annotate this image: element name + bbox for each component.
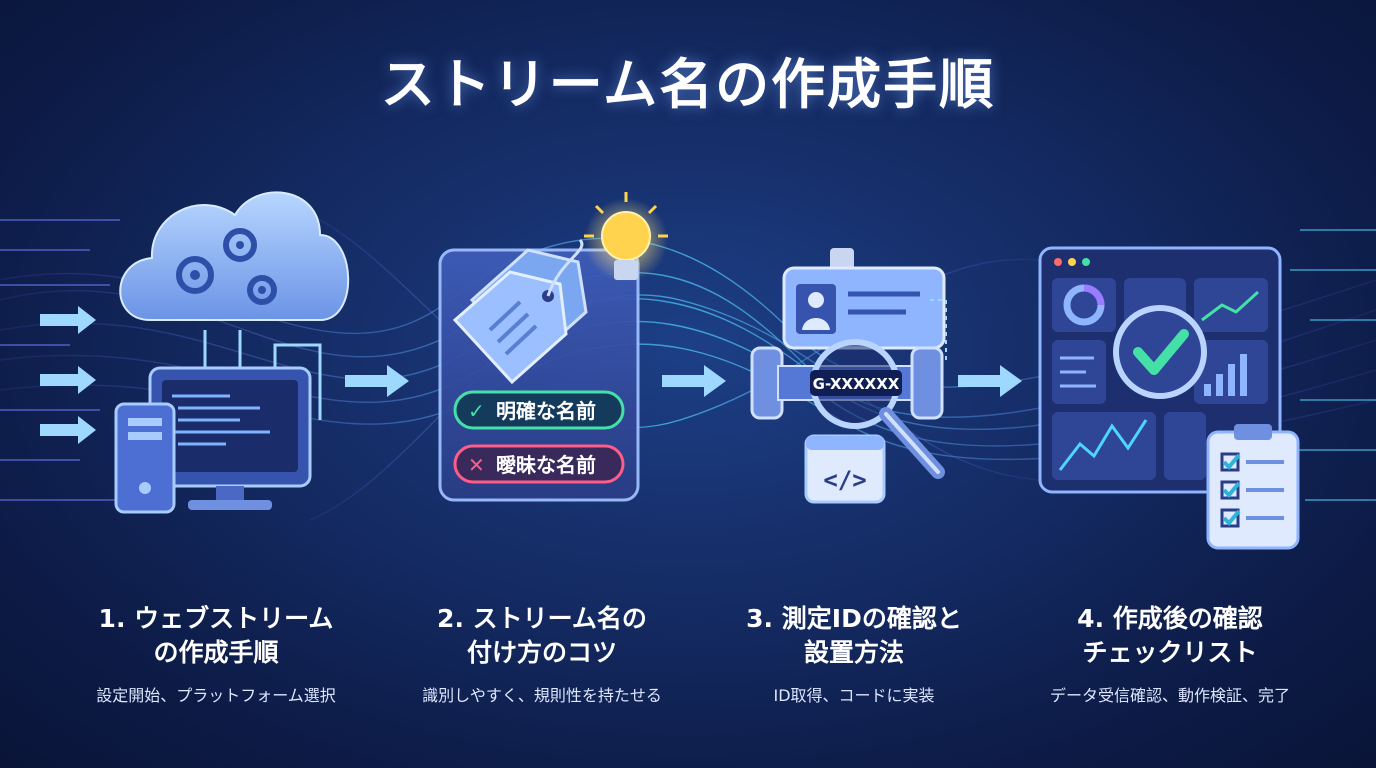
step-number: 2. xyxy=(437,604,464,633)
measurement-id-illustration: G-XXXXXX </> xyxy=(750,248,947,504)
step-4-description: データ受信確認、動作検証、完了 xyxy=(1049,686,1290,705)
naming-tips-illustration: ✓ 明確な名前 ✕ 曖昧な名前 xyxy=(438,192,668,502)
step-1: 1. ウェブストリーム の作成手順 設定開始、プラットフォーム選択 xyxy=(56,602,376,706)
step-3-heading: 3. 測定IDの確認と 設置方法 xyxy=(694,602,1014,670)
step-4-heading: 4. 作成後の確認 チェックリスト xyxy=(1010,602,1330,670)
step-4: 4. 作成後の確認 チェックリスト データ受信確認、動作検証、完了 xyxy=(1010,602,1330,706)
step-title-line1: 測定IDの確認と xyxy=(781,604,962,633)
bad-name-label: 曖昧な名前 xyxy=(496,453,596,477)
data-stream-left xyxy=(0,219,120,501)
cross-icon: ✕ xyxy=(468,453,485,477)
step-number: 1. xyxy=(98,604,126,633)
gear-icon xyxy=(176,228,277,305)
step-title-line2: チェックリスト xyxy=(1082,638,1258,667)
good-name-label: 明確な名前 xyxy=(496,399,596,423)
server-tower-icon xyxy=(114,402,176,514)
arrow-right-icon xyxy=(662,365,726,397)
step-title-line2: の作成手順 xyxy=(153,638,279,667)
step-number: 3. xyxy=(746,604,774,633)
step-title-line1: ウェブストリーム xyxy=(134,604,334,633)
id-card-icon xyxy=(782,248,946,350)
clipboard-checklist-icon xyxy=(1206,424,1300,550)
step-title-line1: ストリーム名の xyxy=(472,604,647,633)
step-2: 2. ストリーム名の 付け方のコツ 識別しやすく、規則性を持たせる xyxy=(382,602,702,706)
check-circle-icon xyxy=(1113,305,1207,399)
code-window-icon xyxy=(804,434,886,504)
check-icon: ✓ xyxy=(468,399,485,423)
step-3: 3. 測定IDの確認と 設置方法 ID取得、コードに実装 xyxy=(694,602,1014,706)
arrow-right-icon xyxy=(345,365,409,397)
dashboard-checklist-illustration xyxy=(1038,246,1300,550)
illustration-canvas: ✓ 明確な名前 ✕ 曖昧な名前 xyxy=(0,191,1376,550)
step-title-line2: 設置方法 xyxy=(803,638,904,667)
step-title-line1: 作成後の確認 xyxy=(1112,604,1263,633)
step-2-description: 識別しやすく、規則性を持たせる xyxy=(422,686,662,705)
step-1-description: 設定開始、プラットフォーム選択 xyxy=(96,686,336,705)
step-title-line2: 付け方のコツ xyxy=(466,638,617,667)
lightbulb-icon xyxy=(584,192,668,282)
page-title: ストリーム名の作成手順 xyxy=(380,53,996,116)
code-icon: </> xyxy=(823,466,866,494)
arrow-right-icon xyxy=(958,365,1022,397)
input-arrows xyxy=(40,306,96,444)
step-number: 4. xyxy=(1077,604,1105,633)
monitor-icon xyxy=(148,366,312,510)
measurement-id-label: G-XXXXXX xyxy=(813,375,900,393)
step-1-heading: 1. ウェブストリーム の作成手順 xyxy=(56,602,376,670)
step-2-heading: 2. ストリーム名の 付け方のコツ xyxy=(382,602,702,670)
data-stream-right xyxy=(1290,229,1376,501)
tag-icon xyxy=(452,238,588,385)
web-stream-setup-illustration xyxy=(40,191,350,514)
step-3-description: ID取得、コードに実装 xyxy=(773,686,935,705)
